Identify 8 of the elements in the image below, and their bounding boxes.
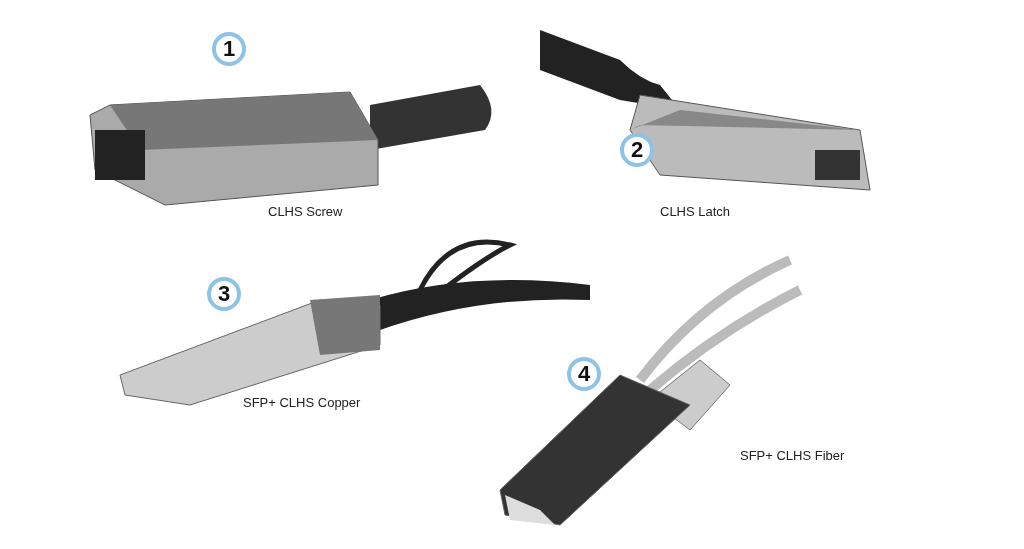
callout-number: 3 [207,277,241,311]
callout-number: 4 [567,357,601,391]
callout-number: 2 [620,133,654,167]
caption: CLHS Screw [268,204,343,219]
callout-number: 1 [212,32,246,66]
caption: SFP+ CLHS Fiber [740,448,845,463]
caption: SFP+ CLHS Copper [243,395,361,410]
caption: CLHS Latch [660,204,731,219]
